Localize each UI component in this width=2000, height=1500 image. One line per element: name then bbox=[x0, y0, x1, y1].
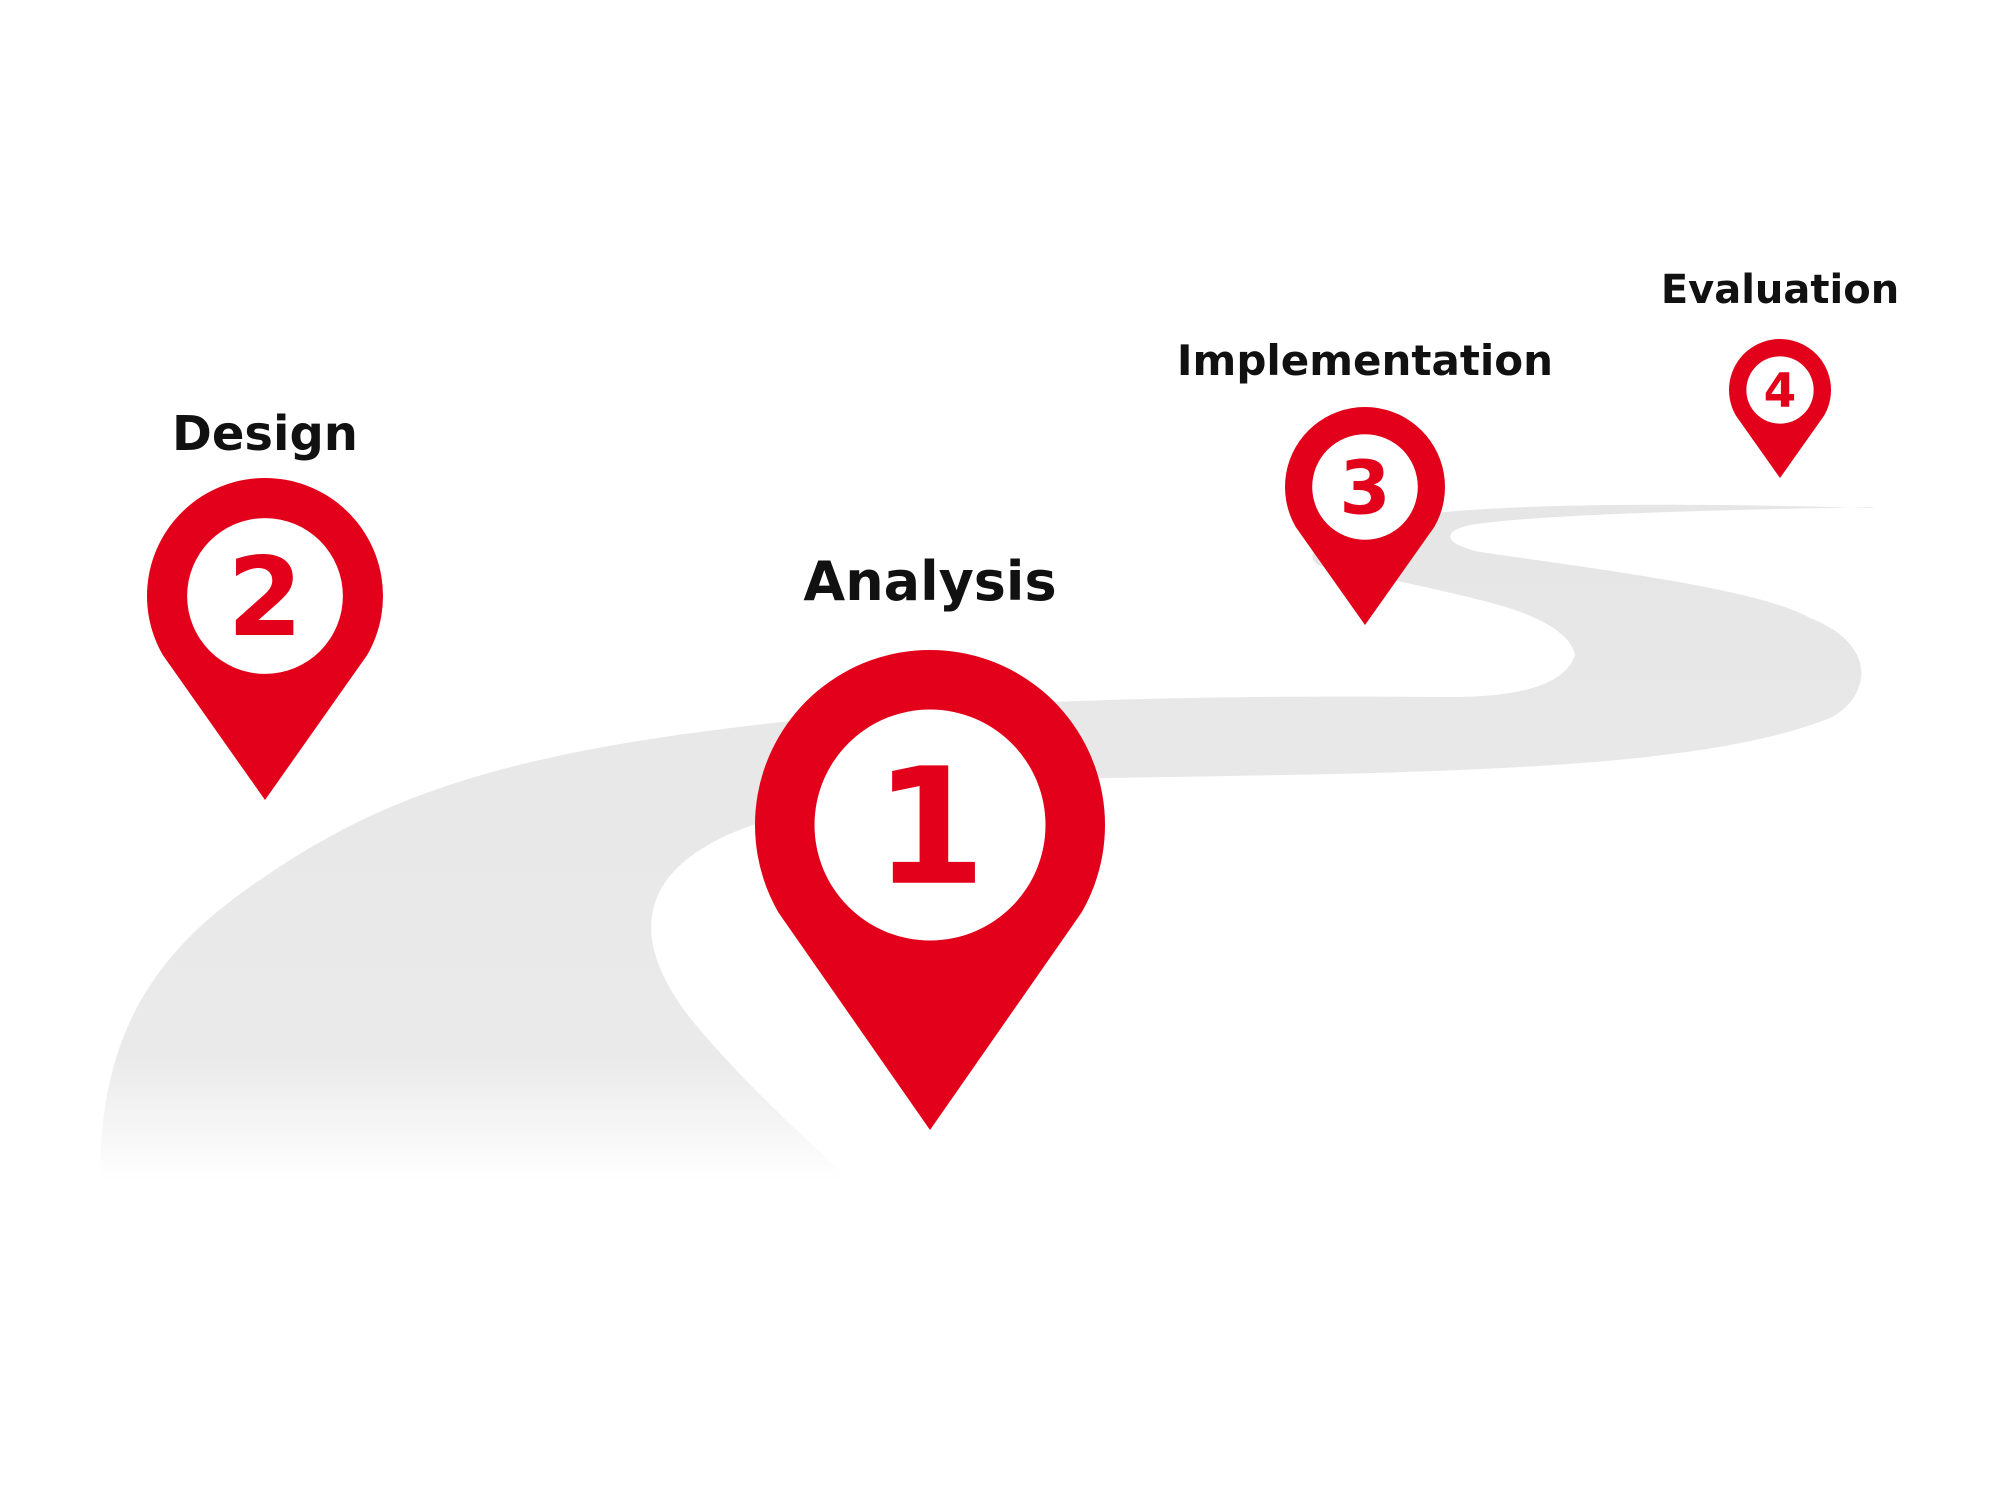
winding-road bbox=[100, 504, 1875, 1180]
milestone-number: 2 bbox=[227, 534, 303, 661]
milestone-label: Design bbox=[172, 406, 358, 462]
pin-inner-circle bbox=[187, 518, 343, 674]
pin-inner-circle bbox=[1746, 356, 1814, 424]
pin-inner-circle bbox=[814, 709, 1046, 941]
milestone-2: 2 Design bbox=[146, 406, 383, 800]
milestone-number: 3 bbox=[1339, 446, 1390, 531]
milestone-label: Analysis bbox=[803, 550, 1056, 613]
milestone-label: Implementation bbox=[1177, 336, 1553, 385]
milestone-label: Evaluation bbox=[1661, 267, 1899, 313]
milestone-4: 4 Evaluation bbox=[1661, 267, 1899, 478]
milestone-number: 4 bbox=[1764, 364, 1797, 419]
milestone-number: 1 bbox=[874, 734, 986, 921]
milestone-pins: 1 Analysis 2 Design 3 Implementation 4 Evaluati… bbox=[146, 267, 1899, 1130]
milestone-1: 1 Analysis bbox=[755, 550, 1105, 1130]
pin-inner-circle bbox=[1312, 434, 1418, 540]
milestone-3: 3 Implementation bbox=[1177, 336, 1553, 625]
